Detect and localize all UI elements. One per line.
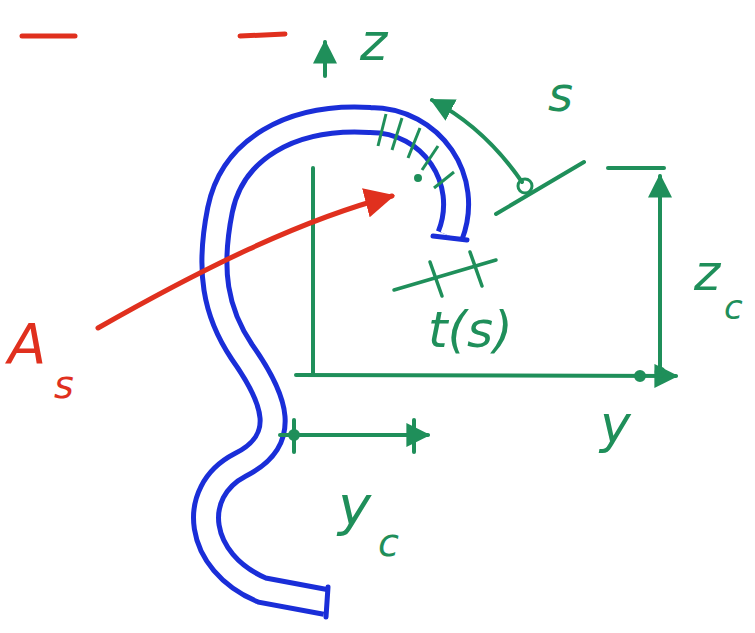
axis-label: z	[360, 16, 387, 68]
area-leader	[98, 196, 392, 328]
subscript: s	[54, 366, 74, 404]
dimension-label: z	[694, 248, 720, 298]
zc-dimension	[608, 168, 664, 376]
heading-underline	[22, 34, 285, 36]
yc-dimension	[280, 420, 428, 452]
coordinate-label: s	[548, 70, 573, 118]
area-label: A	[8, 316, 46, 372]
dimension-label: y	[338, 478, 371, 534]
subscript: c	[724, 290, 743, 324]
thickness-mark	[394, 252, 496, 296]
thin-walled-section	[206, 120, 467, 617]
axes	[296, 42, 676, 380]
thickness-label: t(s)	[428, 305, 513, 355]
subscript: c	[378, 524, 399, 562]
axis-label: y	[600, 398, 631, 450]
area-hatching	[378, 114, 454, 188]
